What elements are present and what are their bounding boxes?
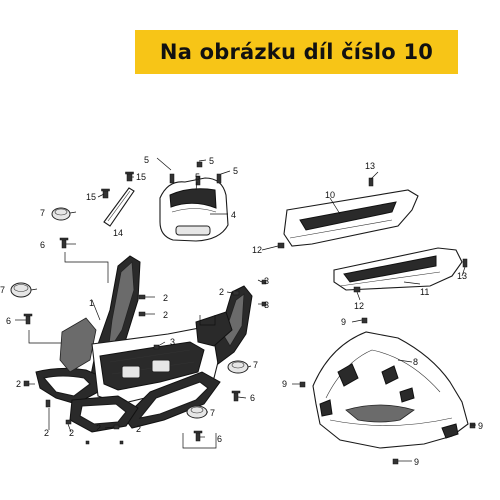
callout-7: 7 bbox=[253, 360, 258, 370]
part-10-side-cover bbox=[283, 189, 419, 247]
callout-2: 2 bbox=[96, 423, 101, 433]
screw-15-left bbox=[101, 188, 110, 199]
callout-3: 3 bbox=[264, 276, 269, 286]
callout-labels: 5 5 5 5 4 15 15 14 7 6 7 6 1 2 2 3 2 3 3… bbox=[0, 155, 483, 467]
callout-14: 14 bbox=[113, 228, 123, 238]
screw-12-upper bbox=[277, 242, 285, 249]
callout-3: 3 bbox=[264, 300, 269, 310]
part-4-cover bbox=[159, 177, 229, 242]
callout-9: 9 bbox=[478, 421, 483, 431]
screw-13-bottom bbox=[462, 258, 468, 268]
callout-15: 15 bbox=[86, 192, 96, 202]
screw-13-top bbox=[368, 177, 374, 187]
callout-5: 5 bbox=[144, 155, 149, 165]
callout-7: 7 bbox=[40, 208, 45, 218]
screws-9 bbox=[299, 317, 476, 465]
screw-6-lower-left bbox=[23, 313, 33, 325]
callout-9: 9 bbox=[282, 379, 287, 389]
callout-6: 6 bbox=[6, 316, 11, 326]
callout-15: 15 bbox=[136, 172, 146, 182]
callout-8: 8 bbox=[413, 357, 418, 367]
callout-1: 1 bbox=[89, 298, 94, 308]
callout-2: 2 bbox=[219, 287, 224, 297]
part-8-under-cover bbox=[312, 331, 469, 449]
callout-6: 6 bbox=[250, 393, 255, 403]
callout-10: 10 bbox=[325, 190, 335, 200]
callout-11: 11 bbox=[420, 287, 429, 297]
cap-7-mid-upper bbox=[227, 360, 249, 374]
callout-12: 12 bbox=[252, 245, 262, 255]
callout-2: 2 bbox=[69, 428, 74, 438]
callout-2: 2 bbox=[163, 310, 168, 320]
callout-5: 5 bbox=[233, 166, 238, 176]
callout-2: 2 bbox=[16, 379, 21, 389]
callout-13: 13 bbox=[365, 161, 375, 171]
screws-6-mid bbox=[193, 390, 241, 442]
callout-4: 4 bbox=[231, 210, 236, 220]
banner-text: Na obrázku díl číslo 10 bbox=[159, 40, 434, 64]
cap-7-upper-left bbox=[51, 207, 71, 221]
callout-9: 9 bbox=[341, 317, 346, 327]
callout-13: 13 bbox=[457, 271, 467, 281]
callout-12: 12 bbox=[354, 301, 364, 311]
callout-7: 7 bbox=[210, 408, 215, 418]
callout-6: 6 bbox=[40, 240, 45, 250]
callout-3: 3 bbox=[170, 337, 175, 347]
callout-7: 7 bbox=[0, 285, 5, 295]
callout-6: 6 bbox=[217, 434, 222, 444]
part-1-floor-panel bbox=[35, 255, 253, 433]
callout-2: 2 bbox=[44, 428, 49, 438]
callout-2: 2 bbox=[163, 293, 168, 303]
screw-6-upper-left bbox=[59, 237, 69, 249]
callout-5: 5 bbox=[195, 172, 200, 182]
screws-5 bbox=[169, 161, 222, 186]
callout-5: 5 bbox=[209, 156, 214, 166]
part-11-side-cover bbox=[333, 247, 463, 291]
callout-9: 9 bbox=[414, 457, 419, 467]
part-14-bracket bbox=[103, 187, 135, 227]
leader-lines bbox=[15, 157, 476, 462]
screw-15-top bbox=[125, 171, 134, 182]
screws-2-floor bbox=[23, 290, 240, 445]
screw-12-lower bbox=[353, 286, 361, 293]
callout-2: 2 bbox=[136, 424, 141, 434]
cap-7-mid-lower bbox=[186, 405, 208, 419]
part-number-banner: Na obrázku díl číslo 10 bbox=[135, 30, 458, 74]
cap-7-lower-left bbox=[10, 282, 32, 298]
